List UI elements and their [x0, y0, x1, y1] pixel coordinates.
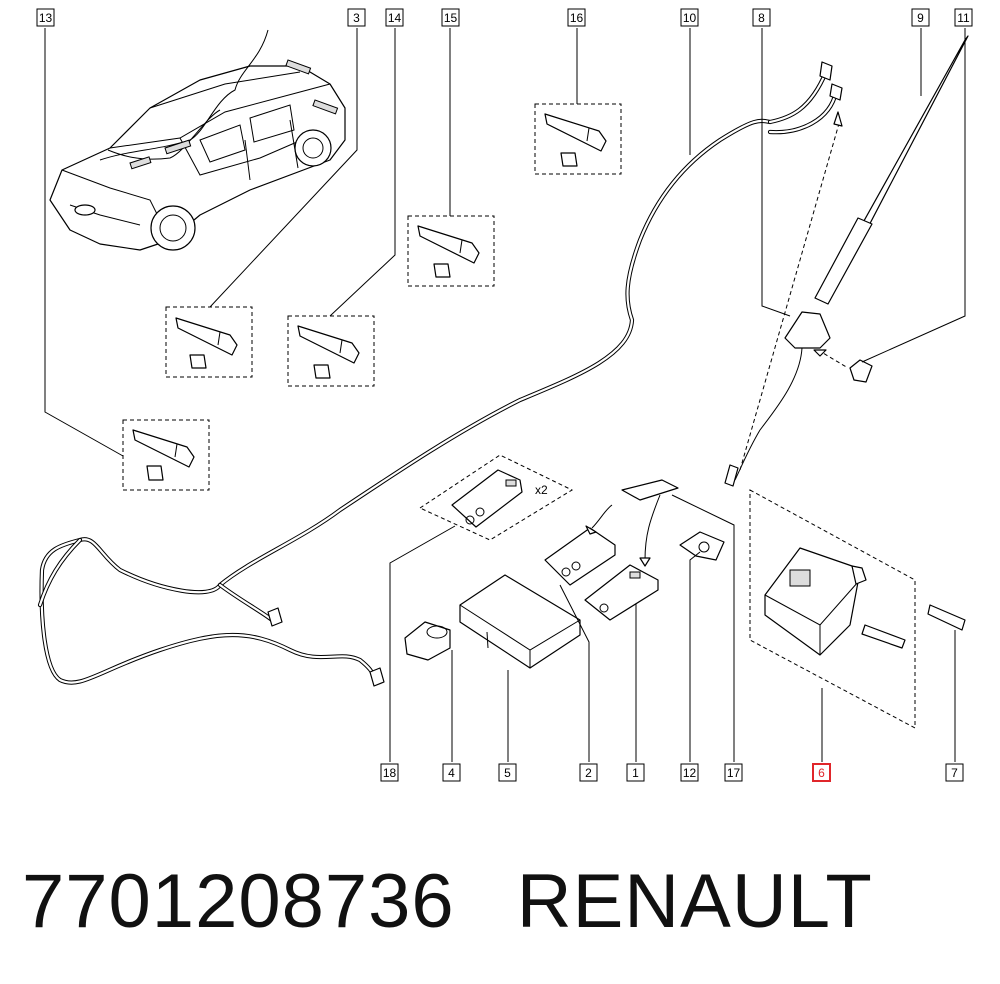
callout-2: 2 [579, 763, 598, 782]
callout-14: 14 [385, 8, 404, 27]
callout-4: 4 [442, 763, 461, 782]
callout-13: 13 [36, 8, 55, 27]
callout-5: 5 [498, 763, 517, 782]
car-illustration [49, 29, 346, 251]
svg-text:15: 15 [444, 11, 458, 25]
svg-text:12: 12 [683, 766, 697, 780]
svg-text:4: 4 [448, 766, 455, 780]
antenna-box-14 [287, 315, 375, 387]
cable-harness [37, 61, 843, 687]
svg-text:9: 9 [917, 11, 924, 25]
quantity-label: x2 [535, 483, 548, 497]
antenna-box-13 [122, 419, 210, 491]
arrows [585, 494, 661, 567]
brand-name: RENAULT [516, 859, 873, 944]
callout-7: 7 [945, 763, 964, 782]
antenna-box-15 [407, 215, 495, 287]
svg-text:6: 6 [818, 766, 825, 780]
module-5 [459, 574, 581, 669]
callout-11: 11 [954, 8, 973, 27]
card-1 [584, 564, 659, 621]
svg-text:8: 8 [758, 11, 765, 25]
svg-text:17: 17 [727, 766, 741, 780]
callout-10: 10 [680, 8, 699, 27]
callout-9: 9 [911, 8, 930, 27]
callout-1: 1 [626, 763, 645, 782]
svg-text:11: 11 [957, 11, 970, 25]
callout-15: 15 [441, 8, 460, 27]
screw-7 [861, 604, 966, 649]
socket-4 [404, 621, 451, 661]
svg-text:2: 2 [585, 766, 592, 780]
svg-text:18: 18 [383, 766, 397, 780]
callout-6-highlighted: 6 [812, 763, 831, 782]
callout-8: 8 [752, 8, 771, 27]
svg-text:16: 16 [570, 11, 584, 25]
callout-3: 3 [347, 8, 366, 27]
svg-text:14: 14 [388, 11, 402, 25]
module-6 [749, 489, 916, 729]
antenna-box-16 [534, 103, 622, 175]
part-caption: 7701208736 RENAULT [22, 858, 873, 945]
card-pair-18 [418, 454, 574, 541]
svg-text:3: 3 [353, 11, 360, 25]
part-number: 7701208736 [22, 859, 455, 944]
callout-12: 12 [680, 763, 699, 782]
roof-antenna [724, 35, 969, 487]
card-2 [544, 479, 679, 586]
bracket-12 [679, 531, 725, 561]
svg-text:5: 5 [504, 766, 511, 780]
svg-text:10: 10 [683, 11, 697, 25]
antenna-box-3 [165, 306, 253, 378]
svg-text:7: 7 [951, 766, 958, 780]
callout-16: 16 [567, 8, 586, 27]
leader-lines [44, 28, 966, 762]
callout-17: 17 [724, 763, 743, 782]
svg-text:1: 1 [632, 766, 639, 780]
callout-18: 18 [380, 763, 399, 782]
svg-text:13: 13 [39, 11, 53, 25]
